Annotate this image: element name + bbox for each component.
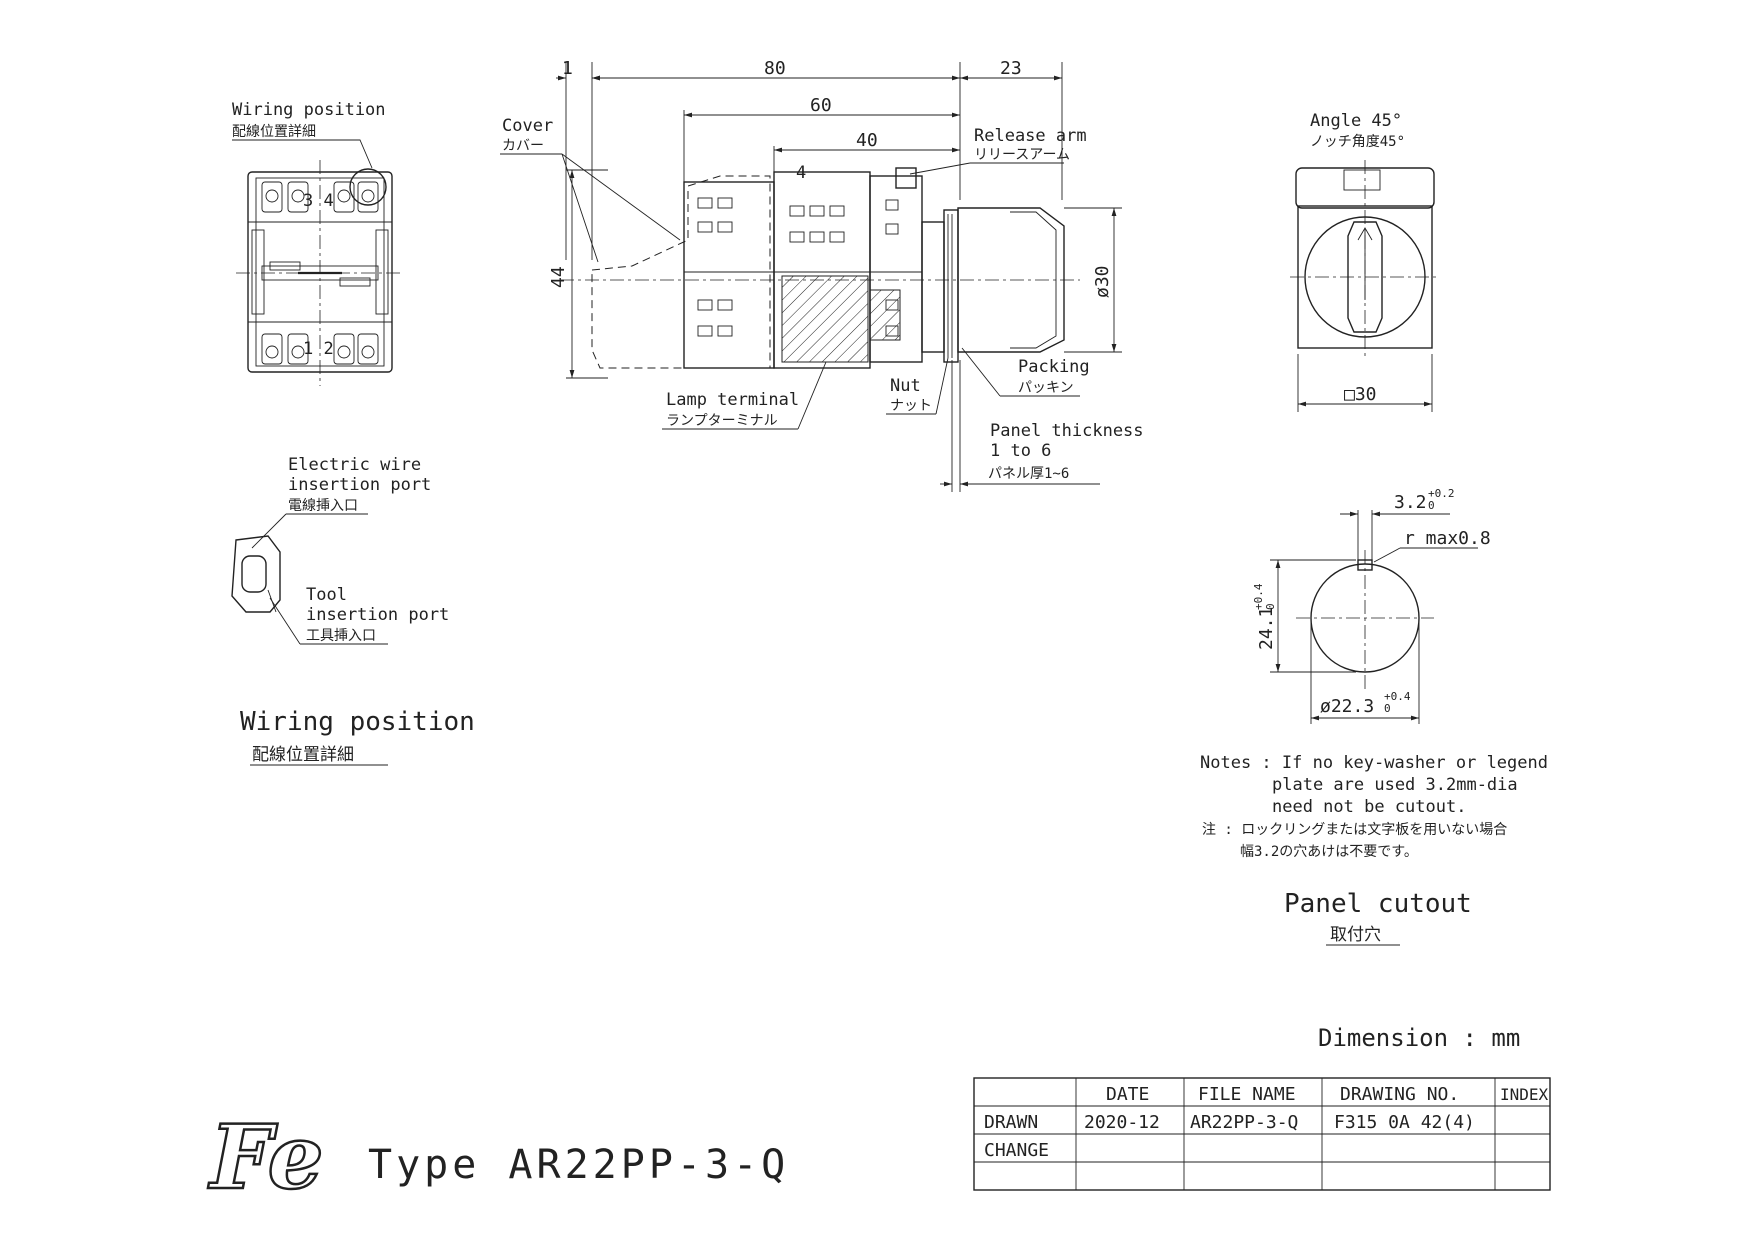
- lamp-section-hatch: [781, 275, 869, 363]
- panel-thickness-label-2: 1 to 6: [990, 441, 1051, 461]
- wiring-label-en: Wiring position: [232, 100, 386, 120]
- row-drawn-label: DRAWN: [984, 1112, 1038, 1133]
- lamp-terminal-label-en: Lamp terminal: [666, 390, 799, 410]
- release-arm-label-jp: リリースアーム: [974, 147, 1070, 163]
- wiring-detail-circle: [349, 168, 387, 206]
- note-line-2: plate are used 3.2mm-dia: [1272, 775, 1518, 795]
- row-drawn-date: 2020-12: [1084, 1112, 1160, 1133]
- row-drawn-file: AR22PP-3-Q: [1190, 1112, 1298, 1133]
- tool-label-2: insertion port: [306, 605, 449, 625]
- selector-knob: [1347, 221, 1383, 333]
- cover-label-en: Cover: [502, 116, 553, 136]
- tool-label-jp: 工具挿入口: [306, 628, 376, 644]
- note-line-1: Notes : If no key-washer or legend: [1200, 753, 1548, 773]
- panel-thickness-label-jp: パネル厚1~6: [988, 466, 1069, 482]
- electric-wire-label-jp: 電線挿入口: [288, 498, 358, 514]
- note-line-4: 注 : ロックリングまたは文字板を用いない場合: [1202, 822, 1507, 838]
- dimension-unit: Dimension : mm: [1318, 1024, 1520, 1052]
- packing-label-jp: パッキン: [1018, 380, 1074, 396]
- lamp-terminal-label-jp: ランプターミナル: [666, 413, 778, 429]
- wiring-caption-en: Wiring position: [240, 707, 475, 737]
- cutout-caption-jp: 取付穴: [1330, 925, 1381, 945]
- dim-23: 23: [1000, 58, 1022, 79]
- wiring-label-jp: 配線位置詳細: [232, 124, 316, 140]
- panel-cutout-view: 3.2 +0.2 0 r max0.8 24.1 +0.4 0 ø22.3 +0…: [1252, 487, 1491, 946]
- tool-label-1: Tool: [306, 585, 347, 605]
- dim-80: 80: [764, 58, 786, 79]
- side-terminal-4: 4: [796, 163, 806, 183]
- note-line-5: 幅3.2の穴あけは不要です。: [1240, 844, 1418, 860]
- dim-sq30: □30: [1344, 384, 1377, 405]
- dim-60: 60: [810, 95, 832, 116]
- title-block: DATE FILE NAME DRAWING NO. INDEX DRAWN 2…: [973, 1077, 1551, 1191]
- nut-label-jp: ナット: [890, 398, 932, 414]
- port-body: [231, 535, 281, 613]
- dim-key-width: 3.2: [1394, 492, 1427, 513]
- dim-44: 44: [548, 266, 569, 288]
- cover-outline: [591, 175, 771, 369]
- electric-wire-label-1: Electric wire: [288, 455, 421, 475]
- dim-diameter-tol-lo: 0: [1384, 702, 1391, 715]
- dim-1: 1: [562, 58, 573, 79]
- wiring-terminal-bottom: 1 2: [303, 339, 334, 359]
- release-arm-label-en: Release arm: [974, 126, 1087, 146]
- header-index: INDEX: [1500, 1085, 1549, 1104]
- panel-thickness-label-1: Panel thickness: [990, 421, 1144, 441]
- front-view: Angle 45° ノッチ角度45° □30: [1290, 111, 1440, 412]
- dim-height-tol-up: +0.4: [1252, 583, 1265, 610]
- dim-key-tol-lo: 0: [1428, 499, 1435, 512]
- dim-radius: r max0.8: [1404, 528, 1491, 549]
- fe-logo-text: Fe: [207, 1105, 324, 1209]
- side-view: 1 80 23 60 40 44 4: [500, 58, 1144, 492]
- dim-height-tol-lo: 0: [1264, 603, 1277, 610]
- row-drawn-drawing-no: F315 0A 42(4): [1334, 1112, 1475, 1133]
- dim-diameter: ø22.3: [1320, 696, 1374, 717]
- type-label: Type AR22PP-3-Q: [368, 1142, 789, 1188]
- dim-d30: ø30: [1092, 265, 1113, 298]
- operator-head: [957, 207, 1065, 353]
- dim-40: 40: [856, 130, 878, 151]
- cover-label-jp: カバー: [502, 138, 544, 154]
- header-drawing-no: DRAWING NO.: [1340, 1084, 1459, 1105]
- row-change-label: CHANGE: [984, 1140, 1049, 1161]
- dim-key-tol-up: +0.2: [1428, 487, 1455, 500]
- note-line-3: need not be cutout.: [1272, 797, 1466, 817]
- port-detail-view: Electric wire insertion port 電線挿入口 Tool …: [231, 455, 449, 645]
- electric-wire-label-2: insertion port: [288, 475, 431, 495]
- cutout-caption-en: Panel cutout: [1284, 889, 1472, 919]
- nut-label-en: Nut: [890, 376, 921, 396]
- fe-logo: Fe: [206, 1104, 325, 1211]
- header-file-name: FILE NAME: [1198, 1084, 1296, 1105]
- dim-diameter-tol-up: +0.4: [1384, 690, 1411, 703]
- wiring-terminal-top: 3 4: [303, 191, 334, 211]
- packing-label-en: Packing: [1018, 357, 1090, 377]
- notes-block: Notes : If no key-washer or legend plate…: [1200, 753, 1548, 860]
- angle-label-en: Angle 45°: [1310, 111, 1402, 131]
- angle-label-jp: ノッチ角度45°: [1310, 134, 1405, 150]
- wiring-position-view: Wiring position 配線位置詳細 3 4 1 2: [232, 100, 475, 766]
- header-date: DATE: [1106, 1084, 1149, 1105]
- dim-height: 24.1: [1256, 607, 1277, 650]
- wiring-caption-jp: 配線位置詳細: [252, 745, 354, 765]
